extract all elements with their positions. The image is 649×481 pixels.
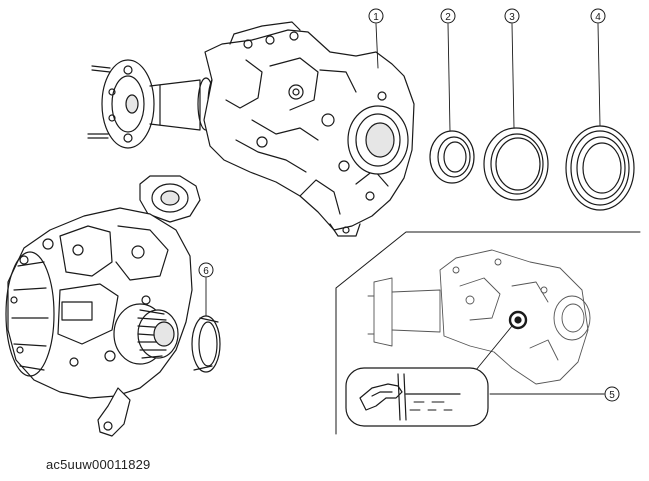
callout-2-label: 2 bbox=[445, 12, 451, 23]
callout-2: 2 bbox=[440, 8, 456, 24]
detail-inset bbox=[335, 231, 641, 435]
callout-3: 3 bbox=[504, 8, 520, 24]
oil-seal-2 bbox=[429, 130, 475, 184]
callout-4-label: 4 bbox=[595, 12, 601, 23]
callout-1-label: 1 bbox=[373, 12, 379, 23]
callout-6-label: 6 bbox=[203, 266, 209, 277]
seal-ring-3 bbox=[483, 127, 549, 201]
figure-id-label: ac5uuw00011829 bbox=[46, 457, 151, 472]
callout-leaders bbox=[205, 23, 605, 395]
oil-seal-6 bbox=[191, 315, 221, 373]
transfer-case-assembly bbox=[87, 21, 415, 237]
callout-5-label: 5 bbox=[609, 390, 615, 401]
callout-1: 1 bbox=[368, 8, 384, 24]
callout-4: 4 bbox=[590, 8, 606, 24]
seal-ring-4 bbox=[565, 125, 635, 211]
callout-6: 6 bbox=[198, 262, 214, 278]
callout-3-label: 3 bbox=[509, 12, 515, 23]
gearbox-assembly bbox=[5, 175, 201, 437]
callout-5: 5 bbox=[604, 386, 620, 402]
